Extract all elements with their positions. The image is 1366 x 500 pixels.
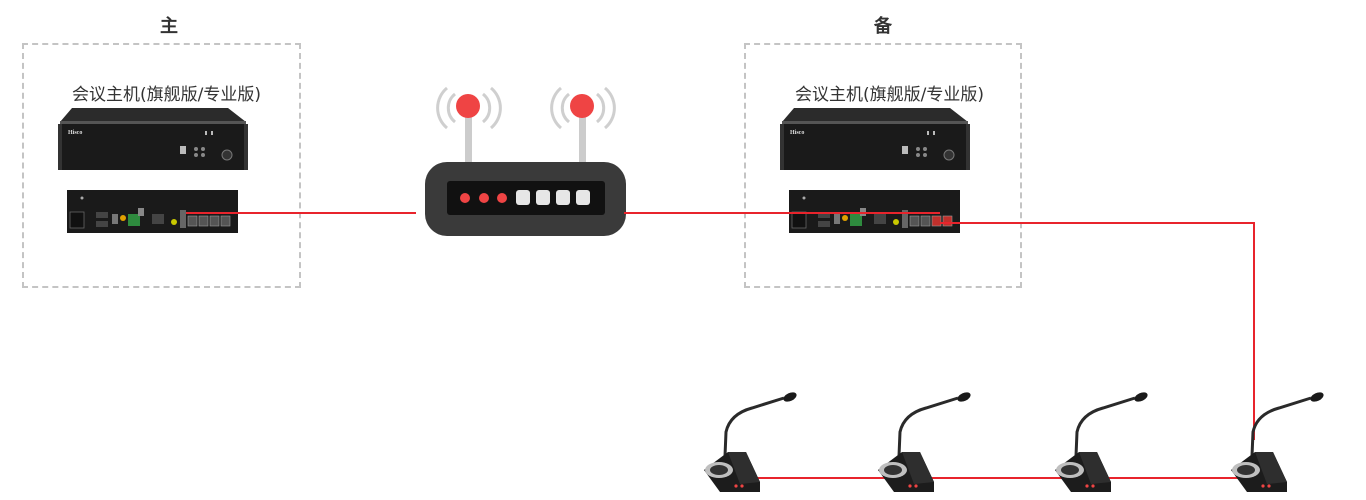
primary-host-front: Hisco [58,108,248,170]
backup-brand-text: Hisco [790,130,804,136]
network-cables [186,212,1255,479]
backup-host-front: Hisco [780,108,970,170]
backup-device-label: 会议主机(旗舰版/专业版) [795,85,984,105]
microphone-2 [876,388,974,494]
microphone-4 [1229,388,1327,494]
primary-group-box [22,43,301,288]
primary-device-label: 会议主机(旗舰版/专业版) [72,85,261,105]
backup-group-label: 备 [874,16,892,37]
wifi-router-icon [425,86,626,236]
backup-group-box [744,43,1022,288]
primary-host-rear [67,190,238,233]
microphone-1 [704,392,797,492]
primary-group-label: 主 [160,16,178,37]
microphone-3 [1053,388,1151,494]
primary-brand-text: Hisco [68,130,82,136]
backup-host-rear [789,190,960,233]
